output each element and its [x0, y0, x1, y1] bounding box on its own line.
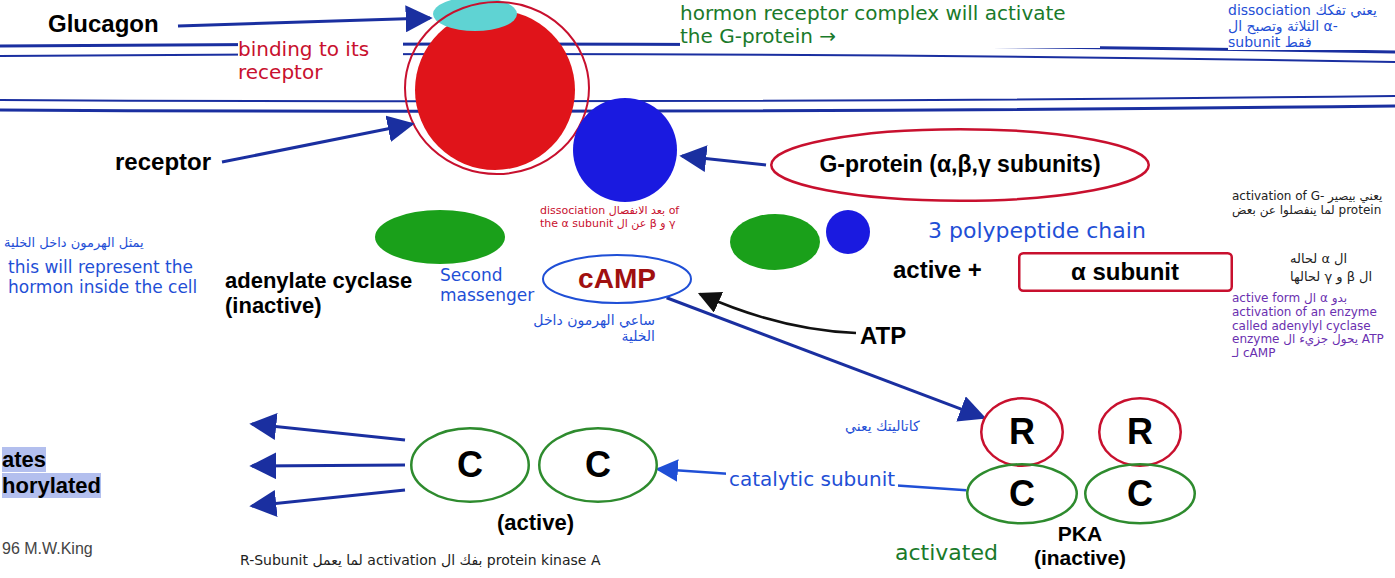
part-name: adenylate cyclase (inactive): [225, 268, 430, 319]
outline-rect: [1019, 253, 1232, 291]
alpha-subunit-shape: [826, 210, 870, 254]
copyright-note: 96 M.W.King: [2, 540, 93, 558]
handwritten-note: 3 polypeptide chain: [928, 218, 1146, 243]
leader-arrow: [222, 124, 412, 162]
part-name: active +: [893, 256, 982, 284]
part-name: horylated: [2, 473, 101, 498]
outline-ellipse: [411, 428, 529, 502]
node-text: C: [1009, 474, 1035, 514]
regulatory-subunit: R: [980, 397, 1064, 467]
handwritten-note: this will represent the hormon inside th…: [8, 258, 218, 297]
outline-ellipse: [771, 129, 1149, 201]
handwritten-note: hormon receptor complex will activate th…: [680, 2, 1100, 48]
release-arrow: [658, 469, 967, 490]
node-text: R: [1009, 412, 1035, 452]
catalytic-subunit: C: [410, 427, 530, 503]
phosphorylation-arrow: [252, 465, 405, 466]
state-label: (active): [497, 510, 574, 535]
outline-ellipse: [967, 464, 1077, 523]
handwritten-note: R-Subunit لما يعمل activation بفك ال pro…: [240, 552, 600, 568]
phosphorylation-arrow: [252, 424, 405, 440]
membrane-line: [0, 54, 1395, 62]
handwritten-note: dissociation بعد الانفصال of the α subun…: [540, 205, 690, 230]
handwritten-note: active form ال α بدو activation of an en…: [1232, 292, 1392, 361]
regulatory-subunit: R: [1098, 397, 1182, 467]
outline-ellipse: [1099, 398, 1181, 466]
camp-ellipse: cAMP: [542, 254, 692, 304]
leader-arrow: [178, 18, 430, 26]
handwritten-note: ال α لحاله: [1290, 252, 1347, 267]
handwritten-note: binding to its receptor: [238, 38, 403, 84]
handwritten-note: ساعي الهرمون داخل الخلية: [515, 312, 655, 344]
handwritten-note: Second massenger: [440, 266, 540, 305]
node-text: R: [1127, 412, 1153, 452]
adenylate-cyclase-shape: [730, 214, 820, 270]
handwritten-note: ال β و γ لحالها: [1290, 270, 1372, 285]
handwritten-note: dissociation يعني تفكك الثلاثة وتصبح ال …: [1228, 2, 1390, 50]
node-text: C: [1127, 474, 1153, 514]
node-text: G-protein (α,β,γ subunits): [819, 152, 1100, 177]
part-name: PKA (inactive): [1025, 522, 1135, 570]
node-text: C: [457, 445, 483, 485]
membrane-line: [0, 106, 1395, 111]
membrane-line: [0, 96, 1395, 101]
activation-arrow: [667, 298, 984, 418]
leader-arrow: [682, 156, 766, 165]
outline-ellipse: [981, 398, 1063, 466]
molecule-name: ATP: [860, 322, 906, 350]
outline-ellipse: [543, 255, 691, 303]
part-name: ates: [2, 447, 46, 472]
g-protein-label-ellipse: G-protein (α,β,γ subunits): [770, 128, 1150, 202]
hormone-name: Glucagon: [48, 10, 159, 38]
catalytic-subunit: C: [1084, 463, 1196, 525]
receptor-shape: [415, 10, 575, 170]
part-name: receptor: [115, 148, 211, 176]
phosphorylation-arrow: [252, 490, 405, 506]
handwritten-note: كاتاليتك يعني: [845, 418, 920, 434]
handwritten-note: activated: [895, 540, 998, 565]
catalytic-subunit: C: [966, 463, 1078, 525]
adenylate-cyclase-shape: [375, 210, 505, 264]
node-text: cAMP: [578, 264, 656, 295]
edge-label: catalytic subunit: [726, 468, 898, 491]
node-text: C: [585, 445, 611, 485]
outline-ellipse: [539, 428, 657, 502]
alpha-subunit-box: α subunit: [1018, 252, 1233, 292]
conversion-arrow: [700, 294, 856, 333]
node-text: α subunit: [1071, 259, 1179, 285]
handwritten-note: يعني بيصير activation of G-protein لما ي…: [1232, 190, 1392, 218]
handwritten-circle: [405, 2, 589, 174]
handwritten-note: يمثل الهرمون داخل الخلية: [4, 236, 144, 251]
catalytic-subunit: C: [538, 427, 658, 503]
g-protein-shape: [573, 98, 677, 202]
outline-ellipse: [1085, 464, 1195, 523]
